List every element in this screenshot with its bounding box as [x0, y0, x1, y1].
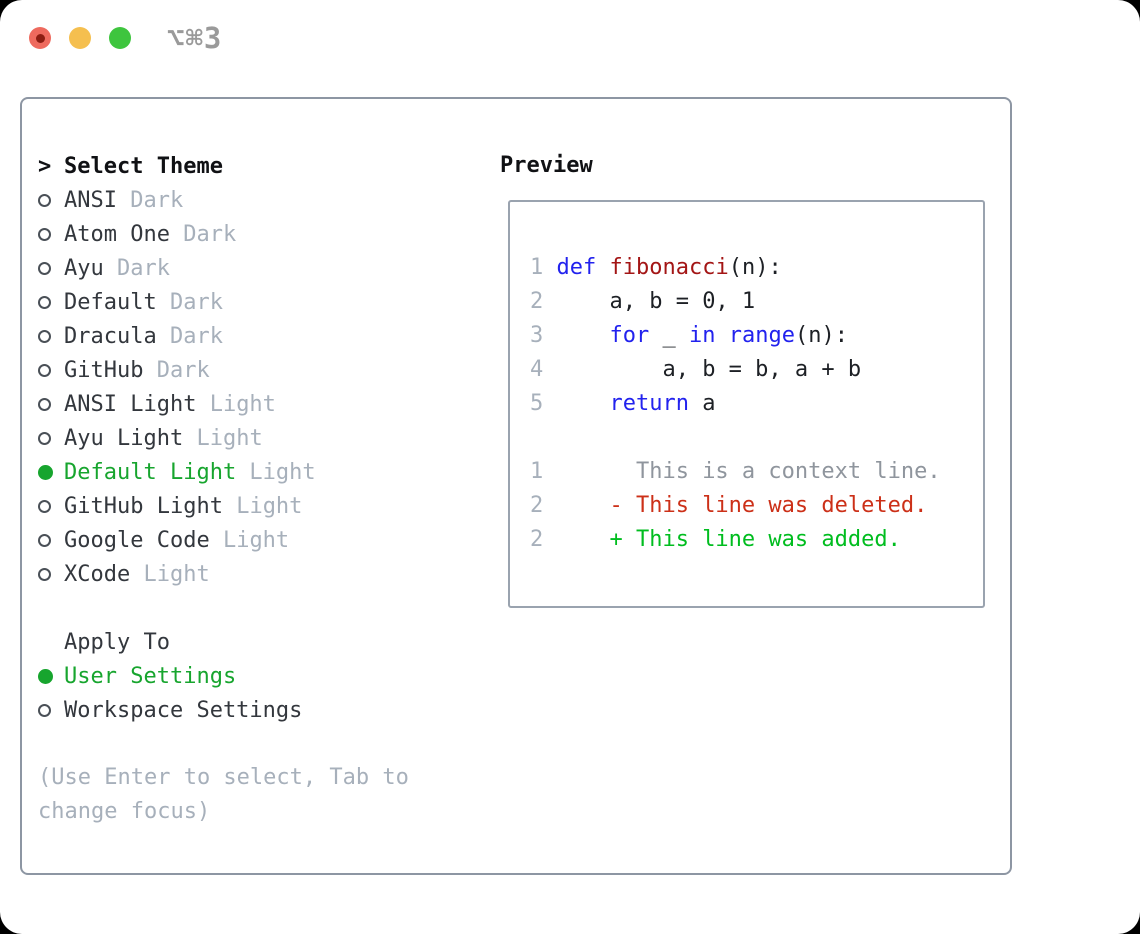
- theme-picker-header: > Select Theme: [38, 149, 316, 183]
- radio-unselected-icon: [38, 363, 64, 377]
- apply-option-user-settings[interactable]: User Settings: [38, 659, 302, 693]
- variant-tag: Dark: [156, 289, 223, 315]
- theme-option-label: Atom One: [64, 221, 170, 247]
- preview-code-line: 4 a, b = b, a + b: [530, 357, 862, 382]
- theme-option-google-code[interactable]: Google Code Light: [38, 523, 316, 557]
- radio-unselected-icon: [38, 397, 64, 411]
- preview-code-line: 2 - This line was deleted.: [530, 493, 928, 518]
- variant-tag: Light: [130, 561, 210, 587]
- preview-code: 1 def fibonacci(n): 2 a, b = 0, 1 3 for _ …: [530, 251, 941, 557]
- theme-option-ayu[interactable]: Ayu Dark: [38, 251, 316, 285]
- apply-option-label: User Settings: [64, 663, 237, 689]
- hint-line-2: change focus): [38, 799, 211, 824]
- theme-option-dracula[interactable]: Dracula Dark: [38, 319, 316, 353]
- theme-option-ansi-light[interactable]: ANSI Light Light: [38, 387, 316, 421]
- variant-tag: Dark: [103, 255, 170, 281]
- theme-option-ansi[interactable]: ANSI Dark: [38, 183, 316, 217]
- radio-unselected-icon: [38, 329, 64, 343]
- variant-tag: Dark: [143, 357, 210, 383]
- preview-code-line: 2 a, b = 0, 1: [530, 289, 756, 314]
- radio-unselected-icon: [38, 193, 64, 207]
- theme-option-xcode[interactable]: XCode Light: [38, 557, 316, 591]
- theme-option-label: GitHub Light: [64, 493, 223, 519]
- theme-option-label: Default: [64, 289, 157, 315]
- preview-code-line: [530, 421, 941, 455]
- variant-tag: Light: [209, 527, 290, 553]
- preview-code-line: 1 def fibonacci(n):: [530, 255, 782, 280]
- apply-option-workspace-settings[interactable]: Workspace Settings: [38, 693, 302, 727]
- line-number: 3: [530, 323, 544, 348]
- radio-unselected-icon: [38, 431, 64, 445]
- radio-unselected-icon: [38, 533, 64, 547]
- radio-unselected-icon: [38, 227, 64, 241]
- theme-option-default-light[interactable]: Default Light Light: [38, 455, 316, 489]
- theme-option-github[interactable]: GitHub Dark: [38, 353, 316, 387]
- theme-option-github-light[interactable]: GitHub Light Light: [38, 489, 316, 523]
- variant-tag: Dark: [169, 221, 237, 247]
- preview-code-line: 5 return a: [530, 391, 716, 416]
- close-button[interactable]: [29, 27, 51, 49]
- radio-selected-icon: [38, 668, 64, 684]
- radio-selected-icon: [38, 464, 64, 480]
- variant-tag: Light: [196, 391, 276, 417]
- line-number: 4: [530, 357, 544, 382]
- theme-dialog-panel: [20, 97, 1012, 875]
- theme-option-atom-one[interactable]: Atom One Dark: [38, 217, 316, 251]
- theme-option-label: Dracula: [64, 323, 157, 349]
- theme-option-label: Google Code: [64, 527, 210, 553]
- line-number: 2: [530, 289, 544, 314]
- preview-box: [508, 200, 985, 608]
- theme-option-label: Default Light: [64, 459, 237, 485]
- line-number: 5: [530, 391, 544, 416]
- radio-unselected-icon: [38, 567, 64, 581]
- zoom-button[interactable]: [109, 27, 131, 49]
- line-number: [530, 425, 543, 450]
- hint-line-1: (Use Enter to select, Tab to: [38, 765, 409, 790]
- apply-option-label: Workspace Settings: [64, 697, 303, 723]
- theme-option-ayu-light[interactable]: Ayu Light Light: [38, 421, 316, 455]
- theme-option-label: Ayu: [64, 255, 104, 281]
- radio-unselected-icon: [38, 261, 64, 275]
- line-number: 2: [530, 493, 544, 518]
- variant-tag: Light: [183, 425, 263, 451]
- theme-option-default[interactable]: Default Dark: [38, 285, 316, 319]
- theme-option-label: XCode: [64, 561, 131, 587]
- radio-unselected-icon: [38, 295, 64, 309]
- variant-tag: Dark: [156, 323, 223, 349]
- window-shortcut-label: ⌥⌘3: [167, 21, 223, 55]
- cursor-indicator: >: [38, 153, 52, 179]
- apply-to-header: Apply To: [38, 625, 302, 659]
- minimize-button[interactable]: [69, 27, 91, 49]
- close-button-dot-icon: [35, 33, 45, 43]
- radio-unselected-icon: [38, 703, 64, 717]
- theme-option-label: ANSI Light: [64, 391, 197, 417]
- radio-unselected-icon: [38, 499, 64, 513]
- theme-option-label: GitHub: [64, 357, 144, 383]
- variant-tag: Light: [222, 493, 303, 519]
- line-number: 1: [530, 459, 544, 484]
- preview-code-line: 1 This is a context line.: [530, 459, 941, 484]
- line-number: 2: [530, 527, 544, 552]
- apply-to-title: Apply To: [64, 629, 170, 655]
- theme-option-label: Ayu Light: [64, 425, 184, 451]
- keyboard-hint: (Use Enter to select, Tab to change focu…: [38, 761, 409, 829]
- preview-code-line: 2 + This line was added.: [530, 527, 901, 552]
- variant-tag: Light: [236, 459, 316, 485]
- theme-option-label: ANSI: [64, 187, 117, 213]
- preview-title: Preview: [500, 153, 593, 178]
- variant-tag: Dark: [116, 187, 184, 213]
- theme-picker-title: Select Theme: [64, 153, 223, 179]
- line-number: 1: [530, 255, 544, 280]
- preview-code-line: 3 for _ in range(n):: [530, 323, 848, 348]
